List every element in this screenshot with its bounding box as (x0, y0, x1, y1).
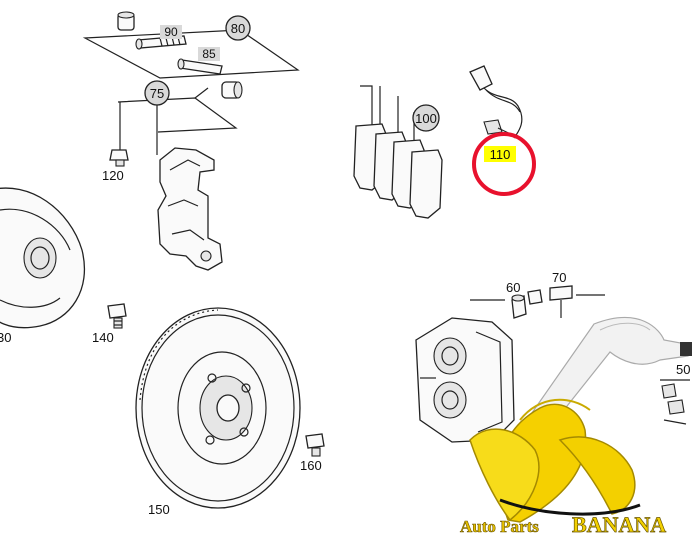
label-85: 85 (202, 47, 216, 61)
watermark-text-small: Auto Parts (460, 517, 539, 536)
brake-pads: 100 (353, 85, 443, 219)
dust-shield: 30 (0, 187, 86, 345)
caliper-fittings: 60 70 (470, 270, 605, 319)
label-150: 150 (148, 502, 170, 517)
bolt-80 (117, 11, 135, 31)
label-70: 70 (552, 270, 566, 285)
label-160: 160 (300, 458, 322, 473)
bolt-140: 140 (92, 303, 127, 345)
banana-logo-icon (469, 398, 641, 523)
clips-50: 50 (660, 362, 690, 425)
label-110: 110 (490, 147, 511, 162)
label-90: 90 (164, 25, 178, 39)
bushing (221, 81, 243, 99)
guide-pin-group: 80 90 85 75 (82, 11, 300, 155)
watermark-brand: Auto Parts BANANA (460, 512, 667, 538)
brake-caliper (415, 317, 609, 443)
pin-85 (177, 58, 223, 75)
label-80: 80 (231, 21, 245, 36)
bolt-120: 120 (102, 149, 129, 183)
label-120: 120 (102, 168, 124, 183)
label-100: 100 (415, 111, 437, 126)
label-50: 50 (676, 362, 690, 377)
wear-sensor: 110 (469, 65, 536, 196)
label-circle-100 (412, 104, 440, 132)
brake-disc: 150 (135, 307, 301, 517)
label-60: 60 (506, 280, 520, 295)
watermark-text-large: BANANA (572, 512, 666, 537)
label-box-85 (198, 47, 220, 61)
label-circle-80 (225, 15, 251, 41)
label-75: 75 (150, 86, 164, 101)
caliper-bracket (157, 147, 223, 271)
label-140: 140 (92, 330, 114, 345)
label-30: 30 (0, 330, 11, 345)
highlight-circle (472, 132, 536, 196)
bolt-160: 160 (300, 433, 325, 473)
label-box-90 (160, 25, 182, 39)
label-highlight-110 (484, 146, 516, 162)
